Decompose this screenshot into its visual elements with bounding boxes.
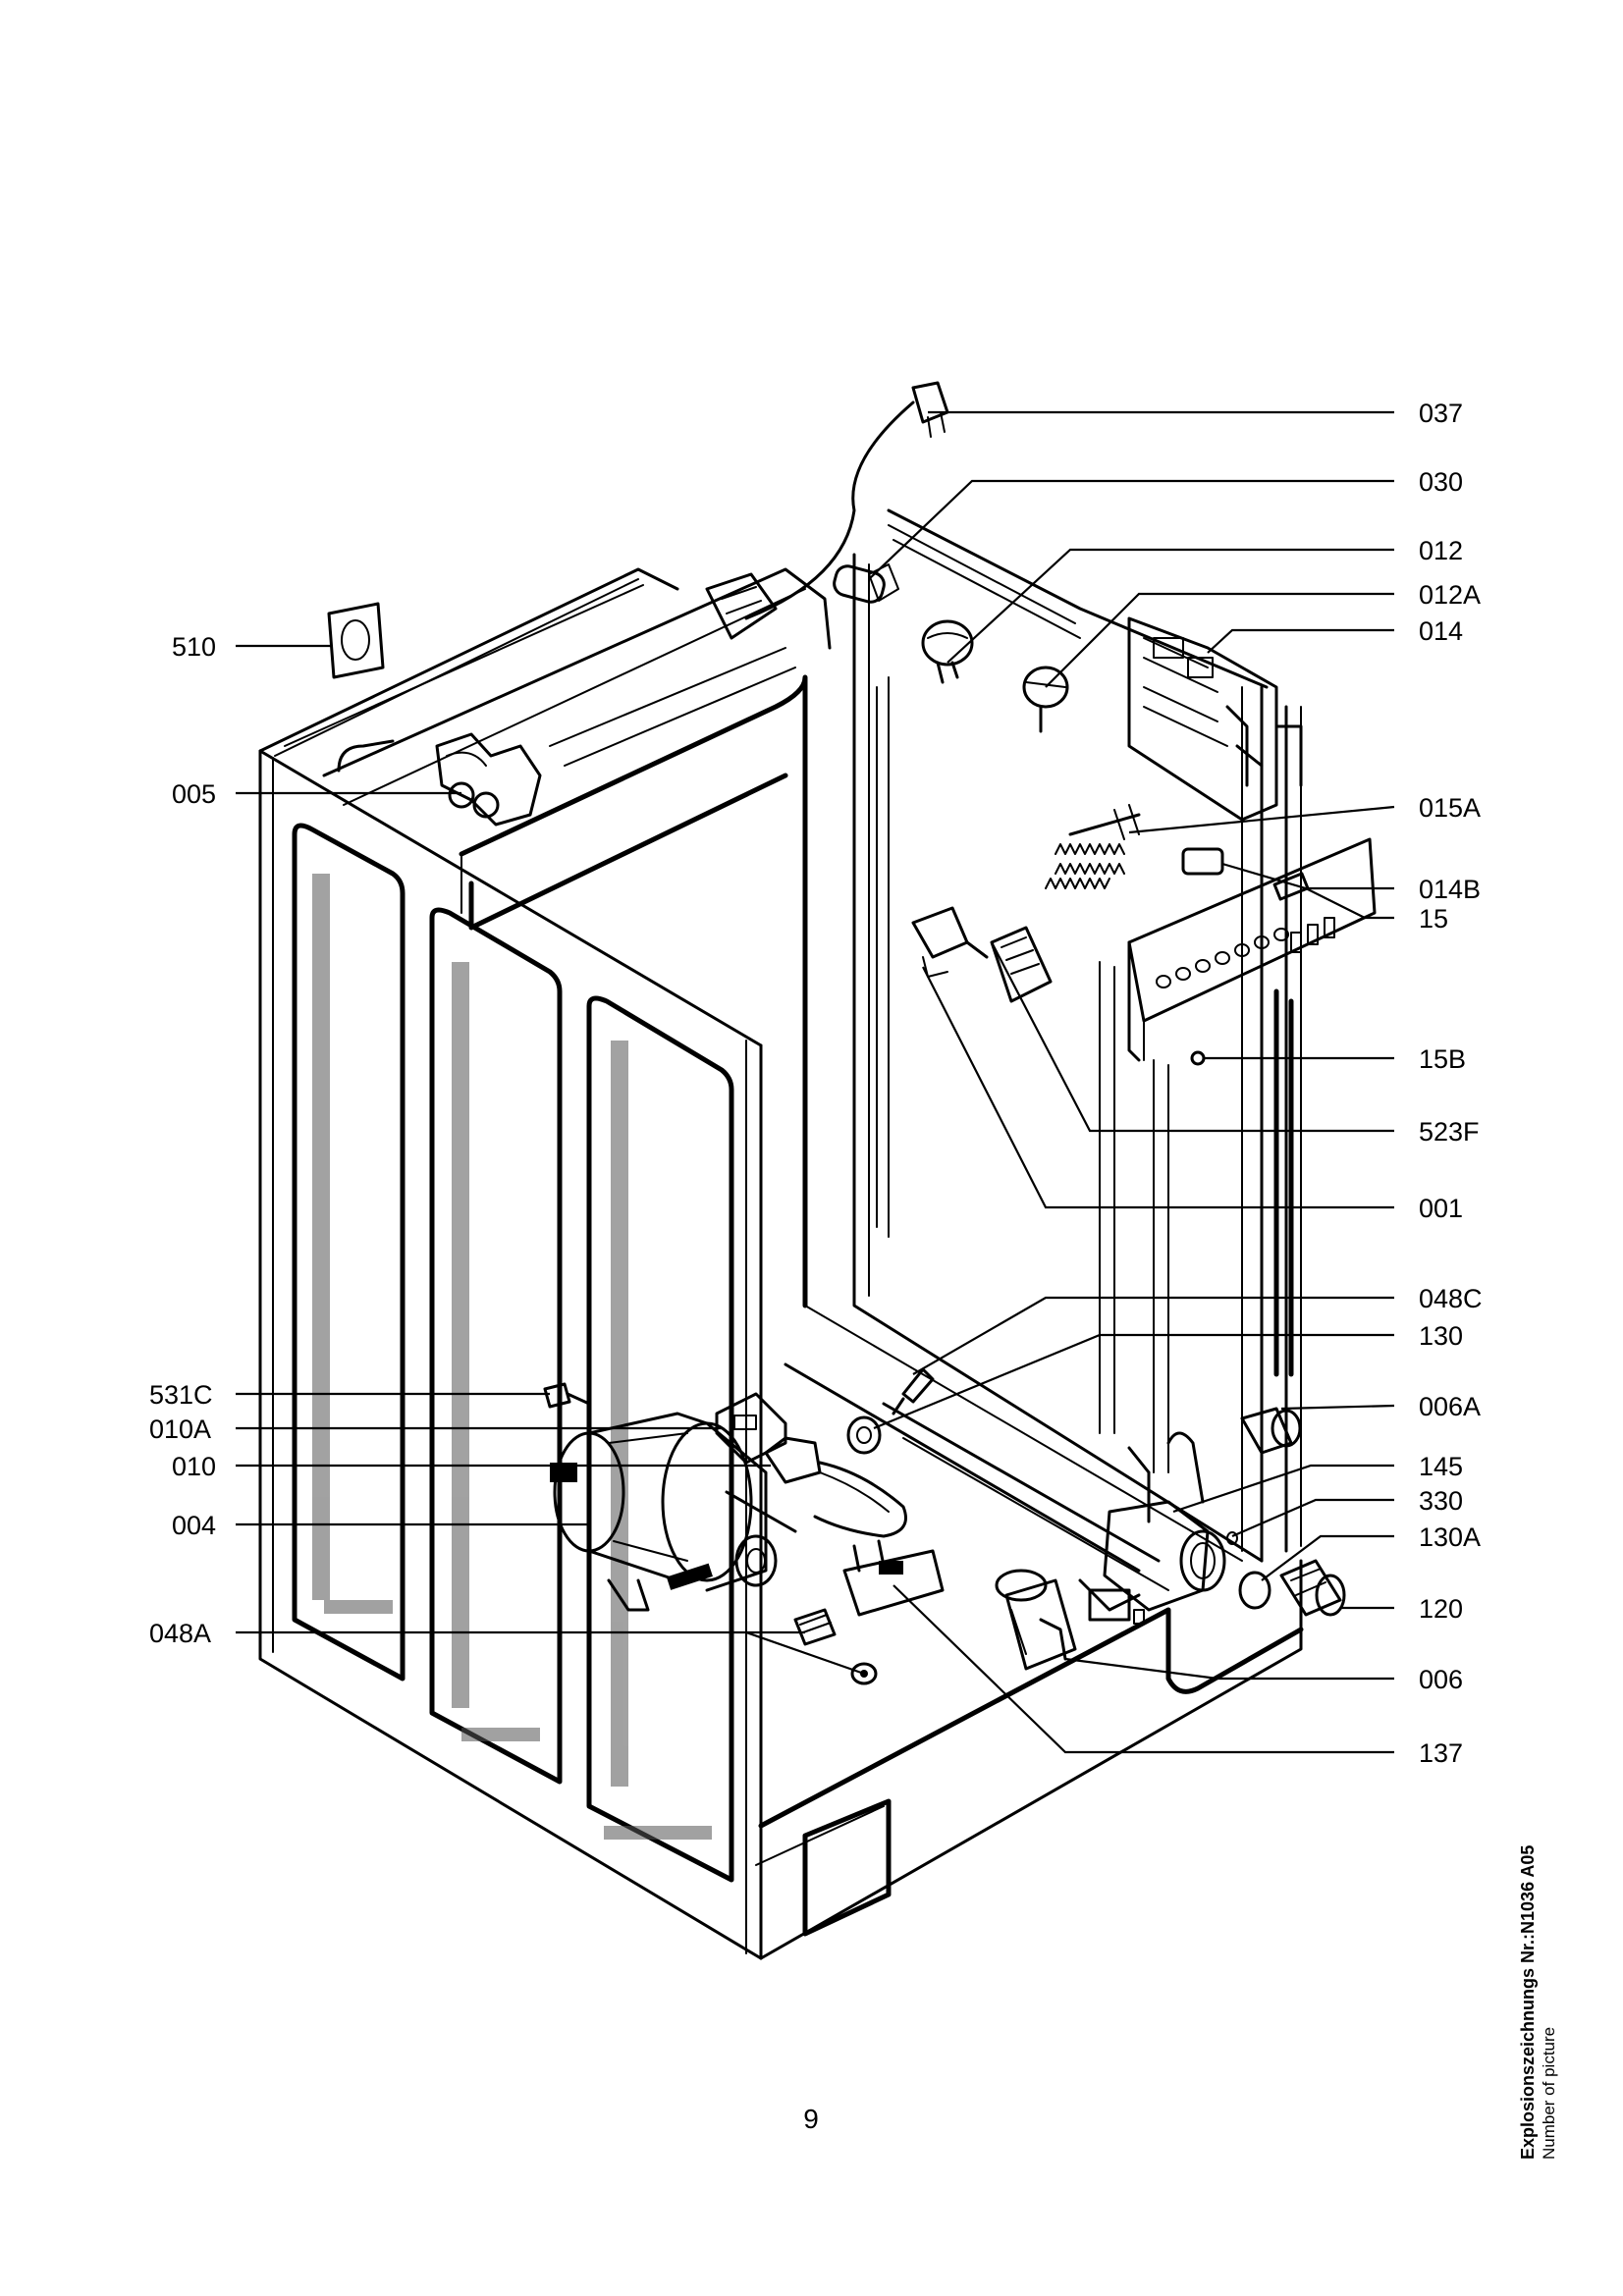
picture-label: Number of picture bbox=[1540, 2026, 1558, 2160]
temperature-sensor-part bbox=[892, 1367, 935, 1415]
callout-010: 010 bbox=[172, 1452, 216, 1481]
pump-housing-part bbox=[1078, 1431, 1226, 1622]
callout-15: 15 bbox=[1419, 904, 1448, 934]
leader-lines bbox=[236, 410, 1395, 1754]
pcb-board-part bbox=[990, 926, 1053, 1003]
capacitor-part bbox=[833, 563, 899, 604]
o-ring-part bbox=[1226, 1531, 1238, 1545]
callout-014: 014 bbox=[1419, 616, 1463, 646]
callout-137: 137 bbox=[1419, 1738, 1463, 1768]
callout-15b: 15B bbox=[1419, 1044, 1466, 1074]
mains-plug-part bbox=[744, 381, 949, 620]
callout-531c: 531C bbox=[149, 1380, 213, 1410]
callout-014b: 014B bbox=[1419, 875, 1481, 904]
callout-510: 510 bbox=[172, 632, 216, 662]
callout-145: 145 bbox=[1419, 1452, 1463, 1481]
drain-pump-part bbox=[995, 1569, 1145, 1671]
electronic-module-part bbox=[1127, 616, 1303, 822]
callout-004: 004 bbox=[172, 1511, 216, 1540]
contact-springs-part bbox=[1045, 804, 1141, 889]
callout-048c: 048C bbox=[1419, 1284, 1483, 1313]
drawing-reference-number: Explosionszeichnungs Nr.:N1036 A05 bbox=[1518, 1844, 1538, 2160]
callout-037: 037 bbox=[1419, 399, 1463, 428]
callout-labels: 037 030 012 012A 014 510 005 015A 014B 1… bbox=[149, 399, 1483, 1768]
suppressor-part bbox=[842, 1539, 945, 1617]
program-button-part bbox=[1181, 847, 1224, 876]
indicator-pin-part bbox=[1190, 1050, 1206, 1066]
door-interlock-part bbox=[911, 906, 989, 978]
callout-012a: 012A bbox=[1419, 580, 1481, 610]
cabinet-body bbox=[258, 508, 1304, 1960]
callout-010a: 010A bbox=[149, 1415, 211, 1444]
callout-120: 120 bbox=[1419, 1594, 1463, 1624]
drain-filter-part bbox=[1279, 1559, 1346, 1617]
heater-gasket-part bbox=[715, 1392, 787, 1465]
callout-015a: 015A bbox=[1419, 793, 1481, 823]
pump-cap-part bbox=[1240, 1407, 1302, 1455]
callout-012: 012 bbox=[1419, 536, 1463, 565]
cover-plate-part bbox=[327, 602, 385, 679]
screw-part bbox=[543, 1382, 591, 1409]
connector-block-part bbox=[705, 572, 778, 640]
callout-001: 001 bbox=[1419, 1194, 1463, 1223]
callout-130: 130 bbox=[1419, 1321, 1463, 1351]
callout-523f: 523F bbox=[1419, 1117, 1480, 1147]
seal-cap-part bbox=[846, 1415, 882, 1455]
page-number: 9 bbox=[803, 2104, 819, 2134]
callout-005: 005 bbox=[172, 779, 216, 809]
drawing-reference-caption: Explosionszeichnungs Nr.:N1036 A05 Numbe… bbox=[1517, 1845, 1560, 2160]
callout-006: 006 bbox=[1419, 1665, 1463, 1694]
control-panel-part bbox=[1127, 837, 1377, 1062]
control-panel-buttons bbox=[1156, 917, 1335, 988]
heating-element-part bbox=[764, 1436, 907, 1538]
parts bbox=[327, 381, 1377, 1685]
motor-part bbox=[550, 1412, 797, 1612]
pump-seal-ring-part bbox=[1238, 1571, 1271, 1610]
callout-048a: 048A bbox=[149, 1619, 211, 1648]
inlet-valve-part bbox=[435, 732, 542, 827]
pressure-switch-a-part bbox=[1022, 666, 1069, 733]
callout-130a: 130A bbox=[1419, 1522, 1481, 1552]
pressure-switch-part bbox=[921, 619, 974, 684]
callout-330: 330 bbox=[1419, 1486, 1463, 1516]
callout-006a: 006A bbox=[1419, 1392, 1481, 1421]
callout-030: 030 bbox=[1419, 467, 1463, 497]
